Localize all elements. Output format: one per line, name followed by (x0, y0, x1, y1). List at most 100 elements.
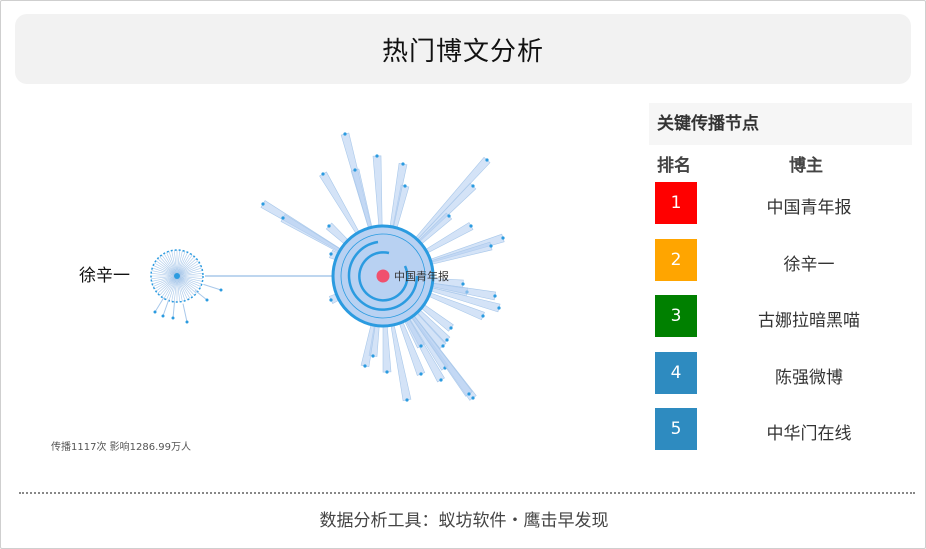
spoke-edge (171, 275, 178, 302)
leaf-edge (172, 301, 176, 319)
spoke-edge (173, 275, 178, 302)
leaf-node (481, 314, 485, 318)
leaf-node (171, 316, 175, 320)
main-hub-ring (340, 233, 426, 319)
leaf-node (439, 378, 443, 382)
spoke-edge (171, 250, 178, 277)
spoke-edge (151, 275, 178, 280)
propagation-graph[interactable]: 中国青年报 (31, 111, 591, 451)
spoke-edge (176, 260, 199, 277)
spoke-edge (176, 275, 181, 302)
blogger-name[interactable]: 陈强微博 (775, 367, 843, 388)
rank-column-header: 排名 (657, 156, 691, 176)
spoke-edge (151, 272, 178, 277)
user-column-header: 博主 (789, 156, 823, 176)
leaf-node (371, 354, 375, 358)
leaf-node (485, 158, 489, 162)
spoke-edge (176, 275, 203, 280)
leaf-node (205, 298, 209, 302)
leaf-node (321, 172, 325, 176)
leaf-node (153, 310, 157, 314)
leaf-node (489, 244, 493, 248)
leaf-edge (154, 297, 165, 313)
spoke-edge (153, 275, 178, 287)
spoke-edge (176, 275, 200, 290)
spoke-edge (176, 275, 188, 300)
leaf-node (161, 314, 165, 318)
spoke-edge (161, 275, 178, 298)
leaf-node (405, 398, 409, 402)
spoke-edge (155, 260, 178, 277)
leaf-node (501, 236, 505, 240)
spoke-edge (176, 251, 186, 277)
leaf-node (329, 252, 333, 256)
spoke-edge (154, 275, 178, 290)
spoke-edge (176, 265, 201, 277)
leaf-node (467, 392, 471, 396)
spoke-edge (176, 250, 183, 277)
spoke-edge (176, 258, 197, 277)
key-node-row[interactable]: 5 中华门在线 (649, 401, 912, 458)
spoke-edge (166, 252, 178, 277)
footer-credit: 数据分析工具：蚁坊软件・鹰击早发现 (319, 511, 609, 531)
leaf-node (493, 294, 497, 298)
blogger-name[interactable]: 中国青年报 (766, 198, 852, 218)
leaf-node (375, 154, 379, 158)
spoke-edge (152, 267, 178, 277)
secondary-node-label: 徐辛一 (79, 266, 130, 286)
blogger-name[interactable]: 徐辛一 (783, 254, 835, 275)
leaf-node (327, 224, 331, 228)
main-node-label: 中国青年报 (394, 269, 449, 283)
leaf-node (461, 282, 465, 286)
rank-badge: 3 (655, 295, 697, 337)
spoke-edge (168, 251, 178, 277)
spoke-edge (176, 275, 193, 298)
spoke-edge (176, 252, 188, 277)
leaf-node (419, 344, 423, 348)
leaf-node (449, 326, 453, 330)
spoke-edge (176, 254, 193, 277)
leaf-node (445, 338, 449, 342)
leaf-node (343, 132, 347, 136)
spoke-edge (176, 275, 201, 287)
leaf-node (281, 216, 285, 220)
key-nodes-title: 关键传播节点 (649, 103, 912, 145)
spoke-edge (157, 258, 178, 277)
leaf-edge (203, 283, 222, 291)
main-hub-arc (358, 251, 409, 302)
leaf-node (471, 184, 475, 188)
footer-divider (19, 492, 915, 494)
rank-badge: 5 (655, 408, 697, 450)
leaf-node (471, 396, 475, 400)
spoke-edge (163, 275, 178, 299)
leaf-node (419, 372, 423, 376)
spoke-edge (176, 275, 195, 296)
leaf-node (447, 214, 451, 218)
leaf-node (329, 298, 333, 302)
secondary-hub-node (174, 273, 180, 279)
spoke-edge (176, 267, 202, 277)
spoke-edge (176, 256, 195, 277)
key-node-row[interactable]: 2 徐辛一 (649, 232, 912, 289)
key-node-row[interactable]: 3 古娜拉暗黑喵 (649, 288, 912, 345)
leaf-node (363, 364, 367, 368)
propagation-graph-canvas[interactable]: 中国青年报 (31, 111, 591, 451)
spoke-edge (176, 275, 199, 292)
page-title: 热门博文分析 (381, 36, 544, 67)
rank-badge: 2 (655, 238, 697, 281)
blogger-name[interactable]: 中华门在线 (766, 424, 852, 444)
spoke-edge (176, 275, 202, 285)
leaf-node (497, 306, 501, 310)
spoke-edge (176, 270, 203, 277)
spoke-edge (153, 265, 178, 277)
spoke-edge (161, 254, 178, 277)
leaf-node (261, 202, 265, 206)
spoke-edge (176, 275, 197, 294)
blogger-name[interactable]: 古娜拉暗黑喵 (758, 311, 860, 331)
spoke-edge (152, 275, 178, 285)
key-nodes-header: 排名 博主 (649, 145, 912, 176)
